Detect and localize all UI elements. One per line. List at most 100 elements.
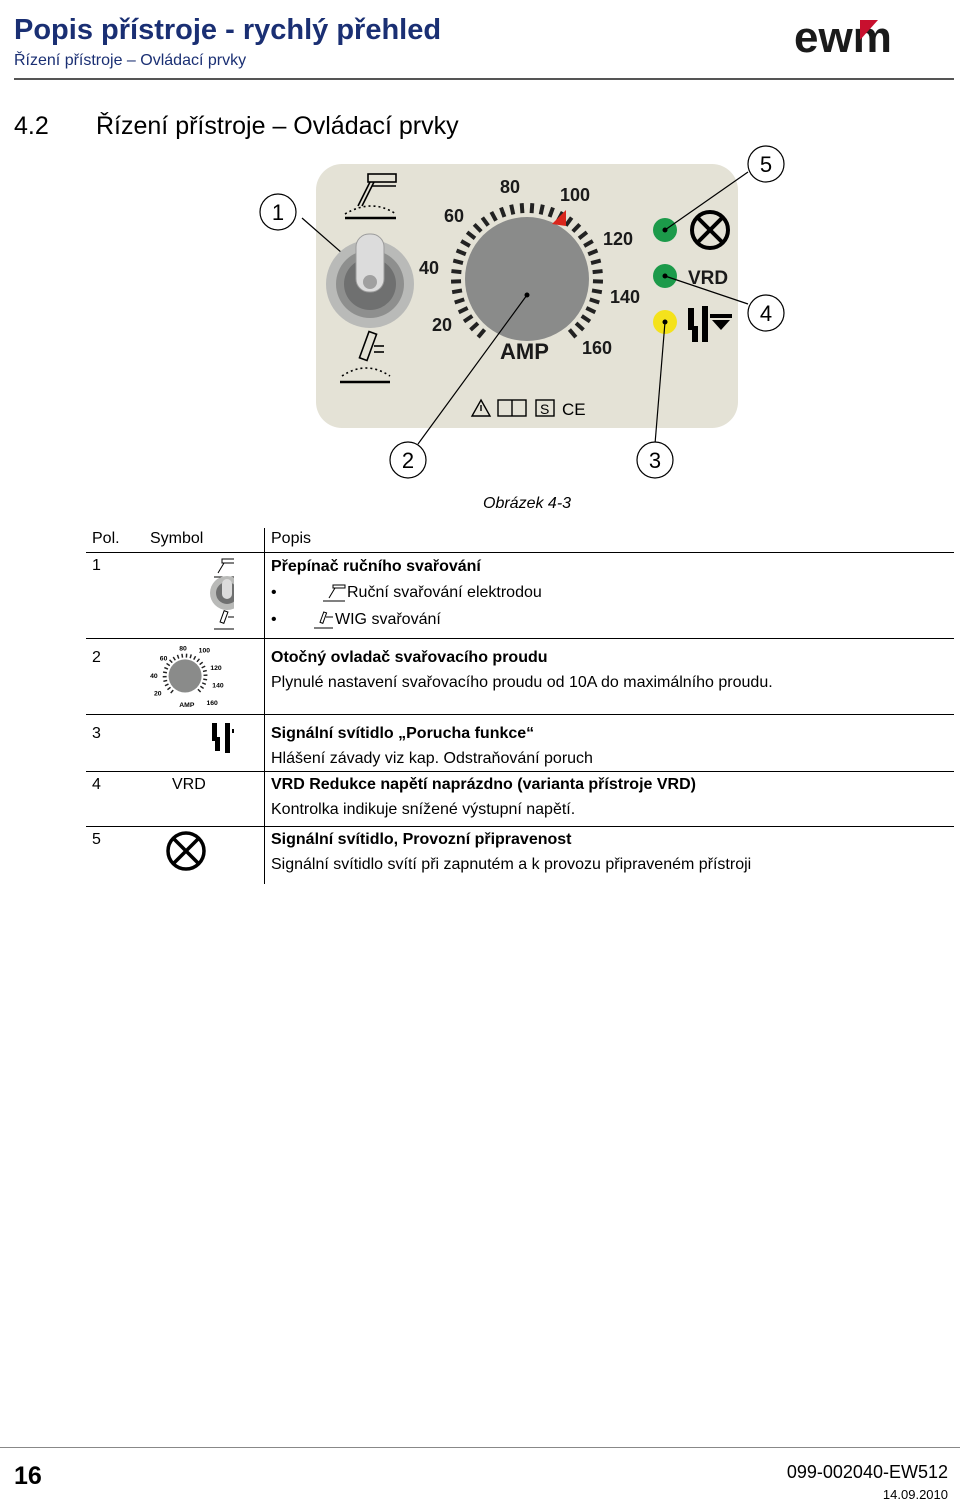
page-title: Popis přístroje - rychlý přehled [14,14,442,46]
svg-text:S: S [540,401,549,417]
svg-text:80: 80 [179,646,187,653]
dial-tick [451,288,463,295]
row-text: Kontrolka indikuje snížené výstupní napě… [271,801,576,818]
row-title: Přepínač ručního svařování [271,558,481,575]
tig-welding-icon [340,330,391,384]
mini-dial-tick [172,656,176,661]
symbol-dial-icon: 20 40 60 80 100 120 140 160 AMP [142,638,265,715]
bullet-item: • Ruční svařování elektrodou [271,579,954,606]
mini-dial-tick [193,655,197,660]
footer-divider [0,1447,960,1448]
dial-tick [590,258,602,265]
dial-tick [469,321,480,332]
row-pos: 2 [86,638,142,715]
mini-dial-tick [163,679,168,683]
section-number: 4.2 [14,112,49,140]
s-mark-icon [535,399,555,417]
page-subtitle: Řízení přístroje – Ovládací prvky [14,52,247,69]
bullet-text: WIG svařování [335,611,441,628]
svg-text:100: 100 [199,648,211,655]
symbol-ready-icon [142,826,265,884]
callout-5-label: 5 [760,152,772,177]
dial-tick [480,216,490,227]
dial-tick [451,269,462,275]
vrd-panel-label: VRD [688,268,728,289]
document-code: 099-002040-EW512 [786,1462,948,1482]
dial-tick [455,248,467,257]
control-panel-figure: 1 [0,140,960,495]
legend-row-1: 1 [86,552,954,639]
svg-text:160: 160 [206,700,218,707]
mini-dial-tick [166,662,171,667]
row-title: Signální svítidlo „Porucha funkce“ [271,725,535,742]
electrode-mini-icon [323,584,346,601]
mini-dial-tick [196,658,201,663]
symbol-vrd-label: VRD [142,771,265,827]
bullet-text: Ruční svařování elektrodou [347,584,542,601]
row-pos: 4 [86,771,142,827]
mini-dial-tick [201,665,206,669]
ready-status-icon [690,210,730,250]
bullet-item: • WIG svařování [271,606,954,633]
mini-dial-tick [189,654,192,659]
svg-text:60: 60 [160,655,168,662]
mini-dial-tick [167,686,171,691]
dial-label-160: 160 [582,338,612,358]
dial-tick [457,306,469,315]
dial-scale-ticks [450,203,604,339]
svg-text:140: 140 [212,683,224,690]
bullet-dot: • [271,611,277,628]
dial-label-100: 100 [560,185,590,205]
row-title: Signální svítidlo, Provozní připravenost [271,831,572,848]
callout-3 [636,441,674,479]
dial-tick [454,297,465,305]
header-divider [14,78,954,80]
symbol-switch-icon [142,552,265,639]
bullet-dot: • [271,584,277,601]
mini-dial-tick [197,688,202,693]
mini-dial-tick [170,689,174,694]
svg-text:120: 120 [210,665,222,672]
dial-tick [585,306,597,315]
dial-label-20: 20 [432,315,452,335]
dial-tick [592,269,603,275]
mini-dial-tick [181,653,184,658]
mini-dial-tick [169,659,173,664]
dial-tick [583,239,594,248]
dial-tick [591,288,603,295]
certification-icons: S CE [470,398,586,419]
dial-tick [564,216,574,227]
svg-text:40: 40 [150,673,158,680]
dial-tick [489,210,498,222]
dial-tick [529,203,535,214]
legend-table: Pol. Symbol Popis 1 [86,528,954,884]
document-date: 14.09.2010 [882,1487,948,1502]
callout-4-label: 4 [760,301,772,326]
manual-welding-switch [326,233,414,328]
mini-dial-tick [164,666,169,670]
tig-mini-icon [314,610,333,628]
legend-row-5: 5 Signální svítidlo, Provozní připraveno… [86,826,954,884]
callout-1-label: 1 [272,200,284,225]
dial-label-140: 140 [610,287,640,307]
dial-tick [538,204,545,215]
symbol-fault-icon [142,714,265,772]
dial-tick [465,230,477,240]
ce-mark-icon: CE [562,400,586,419]
legend-row-4: 4 VRD VRD Redukce napětí naprázdno (vari… [86,771,954,827]
callout-4 [747,294,785,332]
dial-label-40: 40 [419,258,439,278]
dial-tick [460,239,471,248]
svg-text:AMP: AMP [179,702,195,709]
dial-label-120: 120 [603,229,633,249]
legend-row-3: 3 Signální svítidlo „Porucha funkce“ Hlá… [86,714,954,772]
row-pos: 5 [86,826,142,884]
mini-dial-tick [199,685,205,690]
callout-2 [389,441,427,479]
dial-tick [574,321,585,332]
row-text: Plynulé nastavení svařovacího proudu od … [271,674,773,691]
electrode-welding-icon [344,173,397,220]
dial-tick [452,258,464,265]
row-title: Otočný ovladač svařovacího proudu [271,649,548,666]
dial-unit-label: AMP [500,339,549,364]
